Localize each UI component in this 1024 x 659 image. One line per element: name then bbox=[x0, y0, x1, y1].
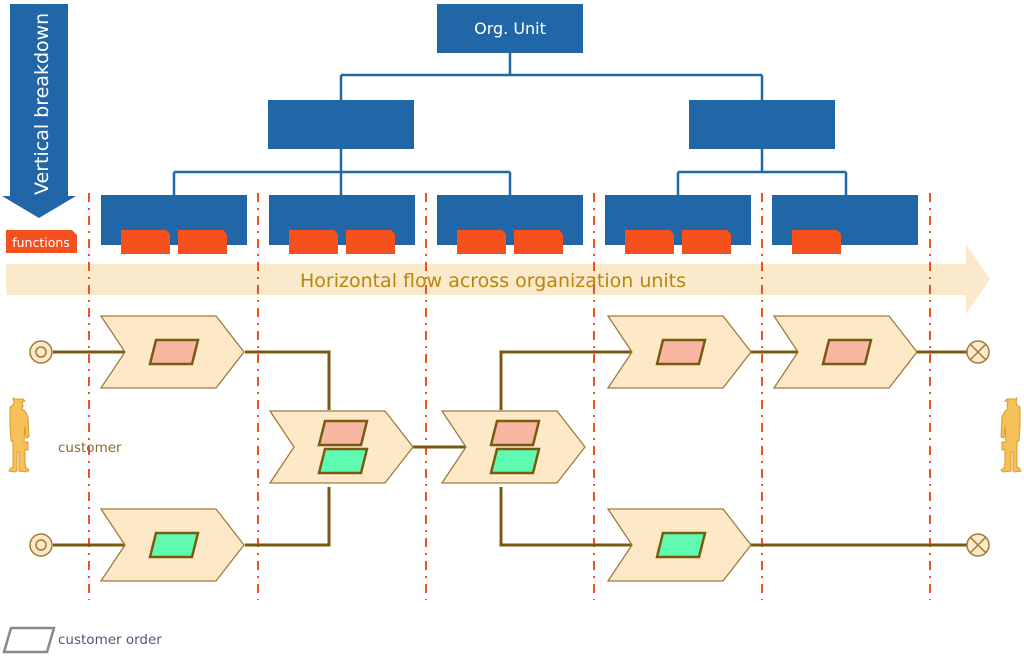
function-box[interactable] bbox=[625, 230, 674, 254]
function-box[interactable] bbox=[178, 230, 227, 254]
vertical-breakdown-label: Vertical breakdown bbox=[31, 13, 53, 195]
function-box[interactable] bbox=[682, 230, 731, 254]
org-chart-connectors bbox=[172, 53, 848, 195]
org-unit-level3-2[interactable] bbox=[269, 195, 415, 254]
customer-label: customer bbox=[58, 440, 122, 456]
start-event[interactable] bbox=[29, 533, 53, 557]
org-unit-level3-3[interactable] bbox=[437, 195, 583, 254]
customer-icon-left bbox=[8, 397, 30, 473]
customer-order-pink[interactable] bbox=[655, 338, 707, 366]
function-box[interactable] bbox=[457, 230, 506, 254]
vertical-breakdown-arrow: Vertical breakdown bbox=[2, 4, 76, 218]
org-unit-level3-4[interactable] bbox=[605, 195, 751, 254]
customer-order-pink[interactable] bbox=[317, 419, 369, 447]
end-event[interactable] bbox=[966, 340, 990, 364]
org-unit-root-label: Org. Unit bbox=[474, 19, 546, 38]
org-unit-root[interactable]: Org. Unit bbox=[437, 4, 583, 53]
org-unit-level2-right[interactable] bbox=[689, 100, 835, 149]
process-steps bbox=[99, 315, 918, 582]
process-step-p4[interactable] bbox=[440, 410, 586, 484]
customer-order-pink[interactable] bbox=[821, 338, 873, 366]
legend-label: customer order bbox=[58, 632, 162, 648]
process-step-p5[interactable] bbox=[606, 315, 752, 389]
functions-badge-label: functions bbox=[12, 235, 70, 250]
process-step-p6[interactable] bbox=[772, 315, 918, 389]
customer-order-legend-icon bbox=[2, 626, 56, 654]
function-box[interactable] bbox=[792, 230, 841, 254]
customer-icon-right bbox=[1000, 397, 1022, 473]
org-unit-level3-5[interactable] bbox=[772, 195, 918, 254]
horizontal-flow-label: Horizontal flow across organization unit… bbox=[300, 270, 686, 292]
process-step-p7[interactable] bbox=[606, 508, 752, 582]
function-box[interactable] bbox=[514, 230, 563, 254]
horizontal-flow-arrow: Horizontal flow across organization unit… bbox=[6, 244, 990, 314]
customer-order-green[interactable] bbox=[489, 447, 541, 475]
legend: customer order bbox=[2, 626, 162, 654]
function-box[interactable] bbox=[289, 230, 338, 254]
customer-order-green[interactable] bbox=[317, 447, 369, 475]
process-chevron[interactable] bbox=[440, 410, 586, 484]
process-step-p1[interactable] bbox=[99, 315, 245, 389]
process-step-p3[interactable] bbox=[268, 410, 414, 484]
org-unit-level3-1[interactable] bbox=[101, 195, 247, 254]
function-box[interactable] bbox=[121, 230, 170, 254]
functions-badge: functions bbox=[6, 230, 77, 253]
customer-order-green[interactable] bbox=[148, 531, 200, 559]
customer-order-green[interactable] bbox=[655, 531, 707, 559]
start-event[interactable] bbox=[29, 340, 53, 364]
process-chevron[interactable] bbox=[268, 410, 414, 484]
customer-order-pink[interactable] bbox=[489, 419, 541, 447]
end-event[interactable] bbox=[966, 533, 990, 557]
customer-order-pink[interactable] bbox=[148, 338, 200, 366]
process-step-p2[interactable] bbox=[99, 508, 245, 582]
function-box[interactable] bbox=[346, 230, 395, 254]
org-unit-level2-left[interactable] bbox=[268, 100, 414, 149]
flow-connectors bbox=[53, 350, 968, 547]
